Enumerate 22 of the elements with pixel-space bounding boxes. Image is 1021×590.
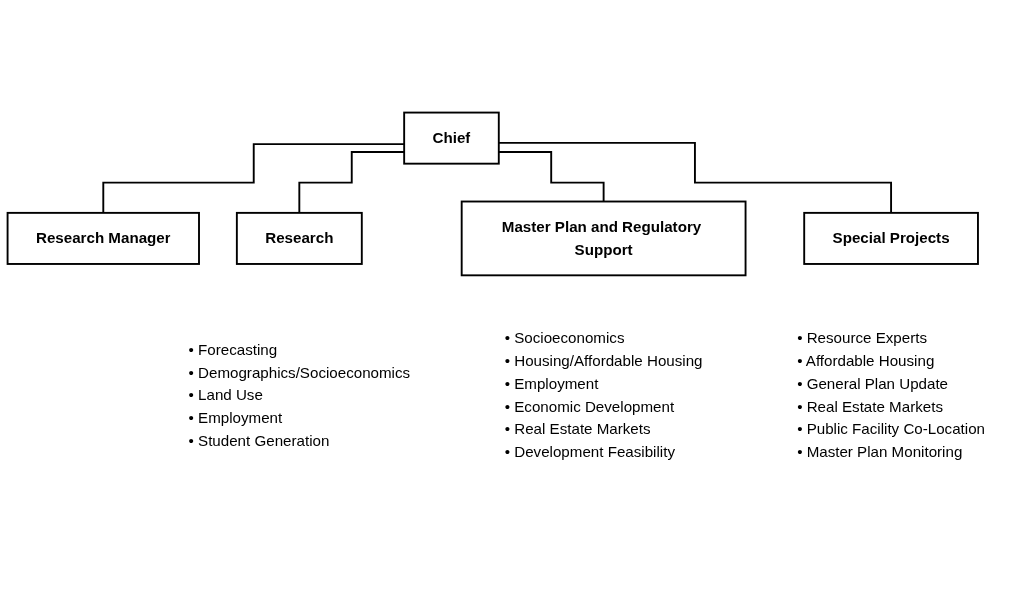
- node-label: • Employment: [504, 375, 599, 392]
- node-label: • Socioeconomics: [504, 330, 625, 347]
- node-label: • Public Facility Co-Location: [797, 420, 986, 437]
- node-label: • Master Plan Monitoring: [797, 443, 963, 460]
- node-label: • Housing/Affordable Housing: [504, 352, 703, 369]
- node-label: • Real Estate Markets: [797, 398, 943, 415]
- node-label: • Development Feasibility: [504, 443, 675, 460]
- node-label: • Resource Experts: [797, 330, 927, 347]
- node-box: Master Plan and Regulatory Support: [460, 200, 747, 277]
- node-label: • Affordable Housing: [797, 352, 935, 369]
- node-label: • Demographics/Socioeconomics: [188, 364, 411, 381]
- node-label: • Real Estate Markets: [504, 420, 651, 437]
- node-label: • Land Use: [188, 386, 263, 403]
- node-label: • General Plan Update: [797, 375, 949, 392]
- node-box: Research: [235, 211, 363, 265]
- node-label: • Employment: [188, 409, 283, 426]
- node-box: Special Projects: [803, 211, 979, 265]
- node-label: • Economic Development: [504, 398, 675, 415]
- node-box: Research Manager: [6, 211, 200, 265]
- node-box: Chief: [403, 111, 500, 165]
- node-label: • Forecasting: [188, 341, 278, 358]
- node-label: • Student Generation: [188, 432, 330, 449]
